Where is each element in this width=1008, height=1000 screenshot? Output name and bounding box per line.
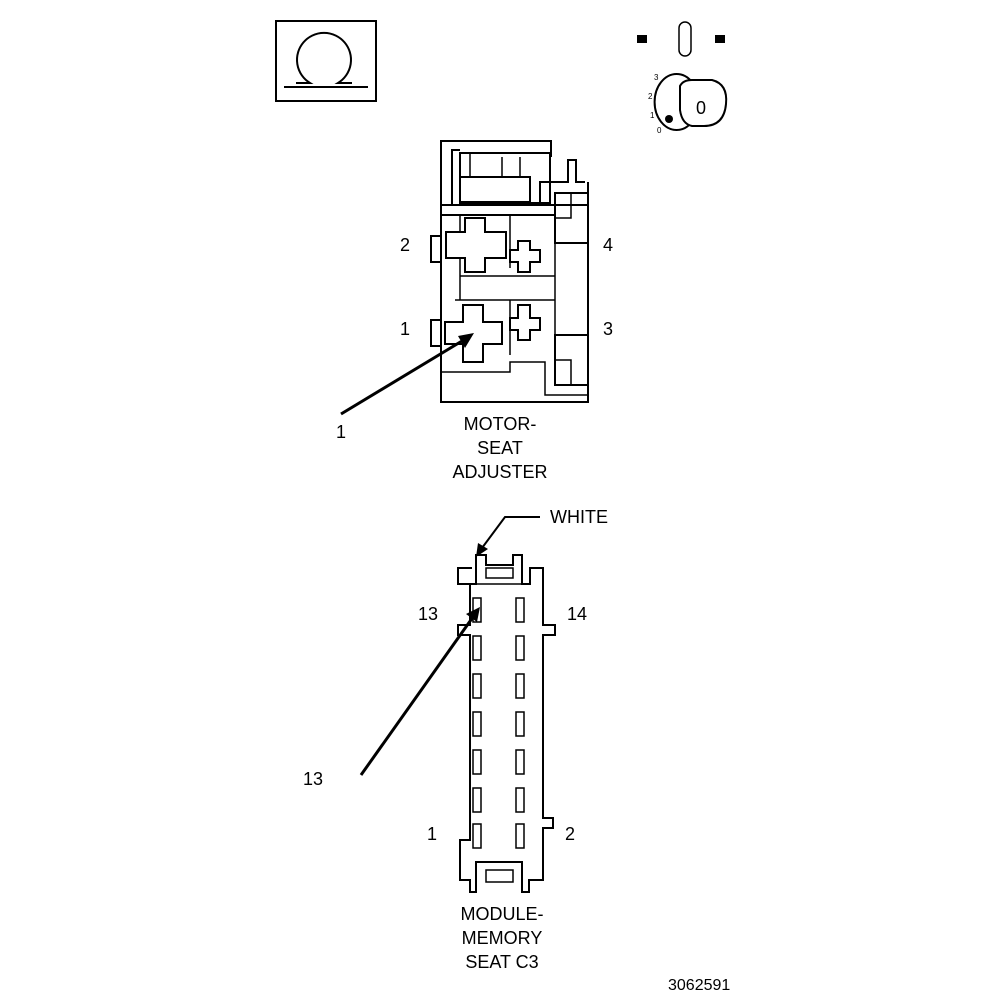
module-caption-line-3: SEAT C3 — [465, 952, 538, 972]
module-pin-1-label: 1 — [427, 824, 437, 844]
ignition-position-2: 2 — [648, 92, 653, 101]
module-pin-slots — [472, 597, 525, 849]
module-callout-label: 13 — [303, 769, 323, 789]
motor-pin-4-label: 4 — [603, 235, 613, 255]
ignition-position-0: 0 — [657, 126, 662, 135]
motor-pin-1-label: 1 — [400, 319, 410, 339]
motor-pin-3-label: 3 — [603, 319, 613, 339]
module-memory-seat-connector: WHITE 13 14 1 2 13 MODULE- MEMORY SEAT C… — [303, 507, 608, 972]
figure-id: 3062591 — [668, 977, 730, 994]
ignition-key-icon: 0 3 2 1 0 — [637, 21, 728, 135]
ignition-position-3: 3 — [654, 73, 659, 82]
module-caption-line-2: MEMORY — [462, 928, 543, 948]
key-position-label: 0 — [696, 98, 706, 118]
motor-callout-label: 1 — [336, 422, 346, 442]
motor-caption-line-3: ADJUSTER — [452, 462, 547, 482]
module-pin-14-label: 14 — [567, 604, 587, 624]
module-color-label: WHITE — [550, 507, 608, 527]
module-pin-13-label: 13 — [418, 604, 438, 624]
module-pin-2-label: 2 — [565, 824, 575, 844]
ignition-position-1: 1 — [650, 111, 655, 120]
motor-pin-2-label: 2 — [400, 235, 410, 255]
motor-caption-line-1: MOTOR- — [464, 414, 537, 434]
ohmmeter-icon — [275, 20, 377, 102]
motor-caption-line-2: SEAT — [477, 438, 523, 458]
module-caption-line-1: MODULE- — [460, 904, 543, 924]
motor-seat-adjuster-connector: 2 4 1 3 1 MOTOR- SEAT ADJUSTER — [336, 140, 613, 482]
